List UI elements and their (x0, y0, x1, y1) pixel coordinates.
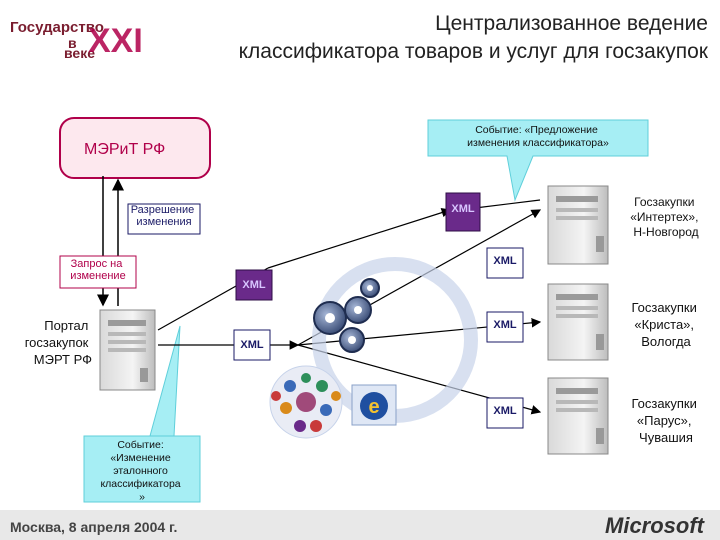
title-line1: Централизованное ведение (435, 12, 708, 35)
server3-line2: «Парус», (637, 413, 692, 428)
molecule-icon (269, 365, 343, 439)
server3-icon (547, 377, 609, 455)
portal-line3: МЭРТ РФ (34, 352, 92, 367)
logo-line2: в (68, 35, 77, 51)
event-bottom-line3: эталонного (113, 465, 168, 477)
event-bottom-label: Событие: «Изменение эталонного классифик… (100, 439, 183, 503)
server1-line3: Н-Новгород (633, 225, 698, 239)
server3-line1: Госзакупки (631, 396, 696, 411)
e-letter: e (368, 396, 379, 418)
permit-label: Разрешение изменения (131, 204, 198, 228)
portal-line1: Портал (44, 318, 88, 333)
xml-tag-portal: XML (233, 329, 271, 361)
permit-box (127, 203, 201, 235)
mert-box (59, 117, 211, 179)
microsoft-logo: Microsoft (605, 513, 704, 538)
event-bottom-line5: » (139, 491, 145, 503)
request-label: Запрос на изменение (70, 258, 125, 282)
event-bottom-line4: классификатора (100, 478, 180, 490)
xml-server1-label: XML (493, 255, 517, 267)
xml-portal-label: XML (240, 339, 264, 351)
logo-line1: Государство (10, 19, 104, 36)
portal-label: Портал госзакупок МЭРТ РФ (25, 318, 92, 367)
server1-line2: «Интертех», (630, 210, 698, 224)
logo-line3: веке (64, 45, 95, 60)
event-top-line1: Событие: «Предложение (475, 124, 598, 136)
server2-label: Госзакупки «Криста», Вологда (631, 300, 700, 349)
page-title: Централизованное ведение классификатора … (148, 10, 708, 66)
mert-label: МЭРиТ РФ (84, 141, 165, 158)
event-bottom-line2: «Изменение (110, 452, 171, 464)
arrow-server1-back (474, 199, 541, 209)
xml-tag-server3: XML (486, 397, 524, 429)
e-document-icon: e (351, 384, 397, 426)
xml-tag-top: XML (445, 192, 481, 232)
server3-line3: Чувашия (639, 430, 693, 445)
event-top-label: Событие: «Предложение изменения классифи… (467, 124, 609, 149)
logo-mark: XXI (88, 22, 143, 60)
request-box (59, 255, 137, 289)
xml-tag-server2: XML (486, 311, 524, 343)
server2-line1: Госзакупки (631, 300, 696, 315)
event-bottom-line1: Событие: (117, 439, 163, 451)
title-line2: классификатора товаров и услуг для госза… (238, 40, 708, 63)
request-line2: изменение (70, 270, 125, 282)
request-line1: Запрос на (71, 258, 124, 270)
event-bottom-callout (83, 325, 201, 503)
xml-server3-label: XML (493, 405, 517, 417)
xml-server2-label: XML (493, 319, 517, 331)
footer-bar: Москва, 8 апреля 2004 г. Microsoft (0, 510, 720, 540)
event-top-line2: изменения классификатора» (467, 137, 609, 149)
gov-logo-graphic: Государство в веке XXI (10, 19, 143, 61)
gov-logo: Государство в веке XXI (8, 10, 148, 61)
xml-top-label: XML (451, 203, 475, 215)
arrow-to-top-xml (267, 207, 452, 269)
xml-portal-up-label: XML (242, 279, 266, 291)
xml-tag-server1: XML (486, 247, 524, 279)
event-top-callout (427, 119, 649, 202)
server2-line3: Вологда (641, 334, 691, 349)
server1-label: Госзакупки «Интертех», Н-Новгород (630, 195, 702, 239)
permit-line1: Разрешение (131, 204, 195, 216)
server1-icon (547, 185, 609, 265)
server3-label: Госзакупки «Парус», Чувашия (631, 396, 700, 445)
xml-tag-portal-up: XML (235, 269, 273, 301)
server2-line2: «Криста», (634, 317, 694, 332)
server1-line1: Госзакупки (634, 195, 694, 209)
server2-icon (547, 283, 609, 361)
portal-server-icon (99, 309, 156, 391)
footer-date: Москва, 8 апреля 2004 г. (10, 519, 178, 535)
permit-line2: изменения (136, 216, 191, 228)
portal-line2: госзакупок (25, 335, 89, 350)
